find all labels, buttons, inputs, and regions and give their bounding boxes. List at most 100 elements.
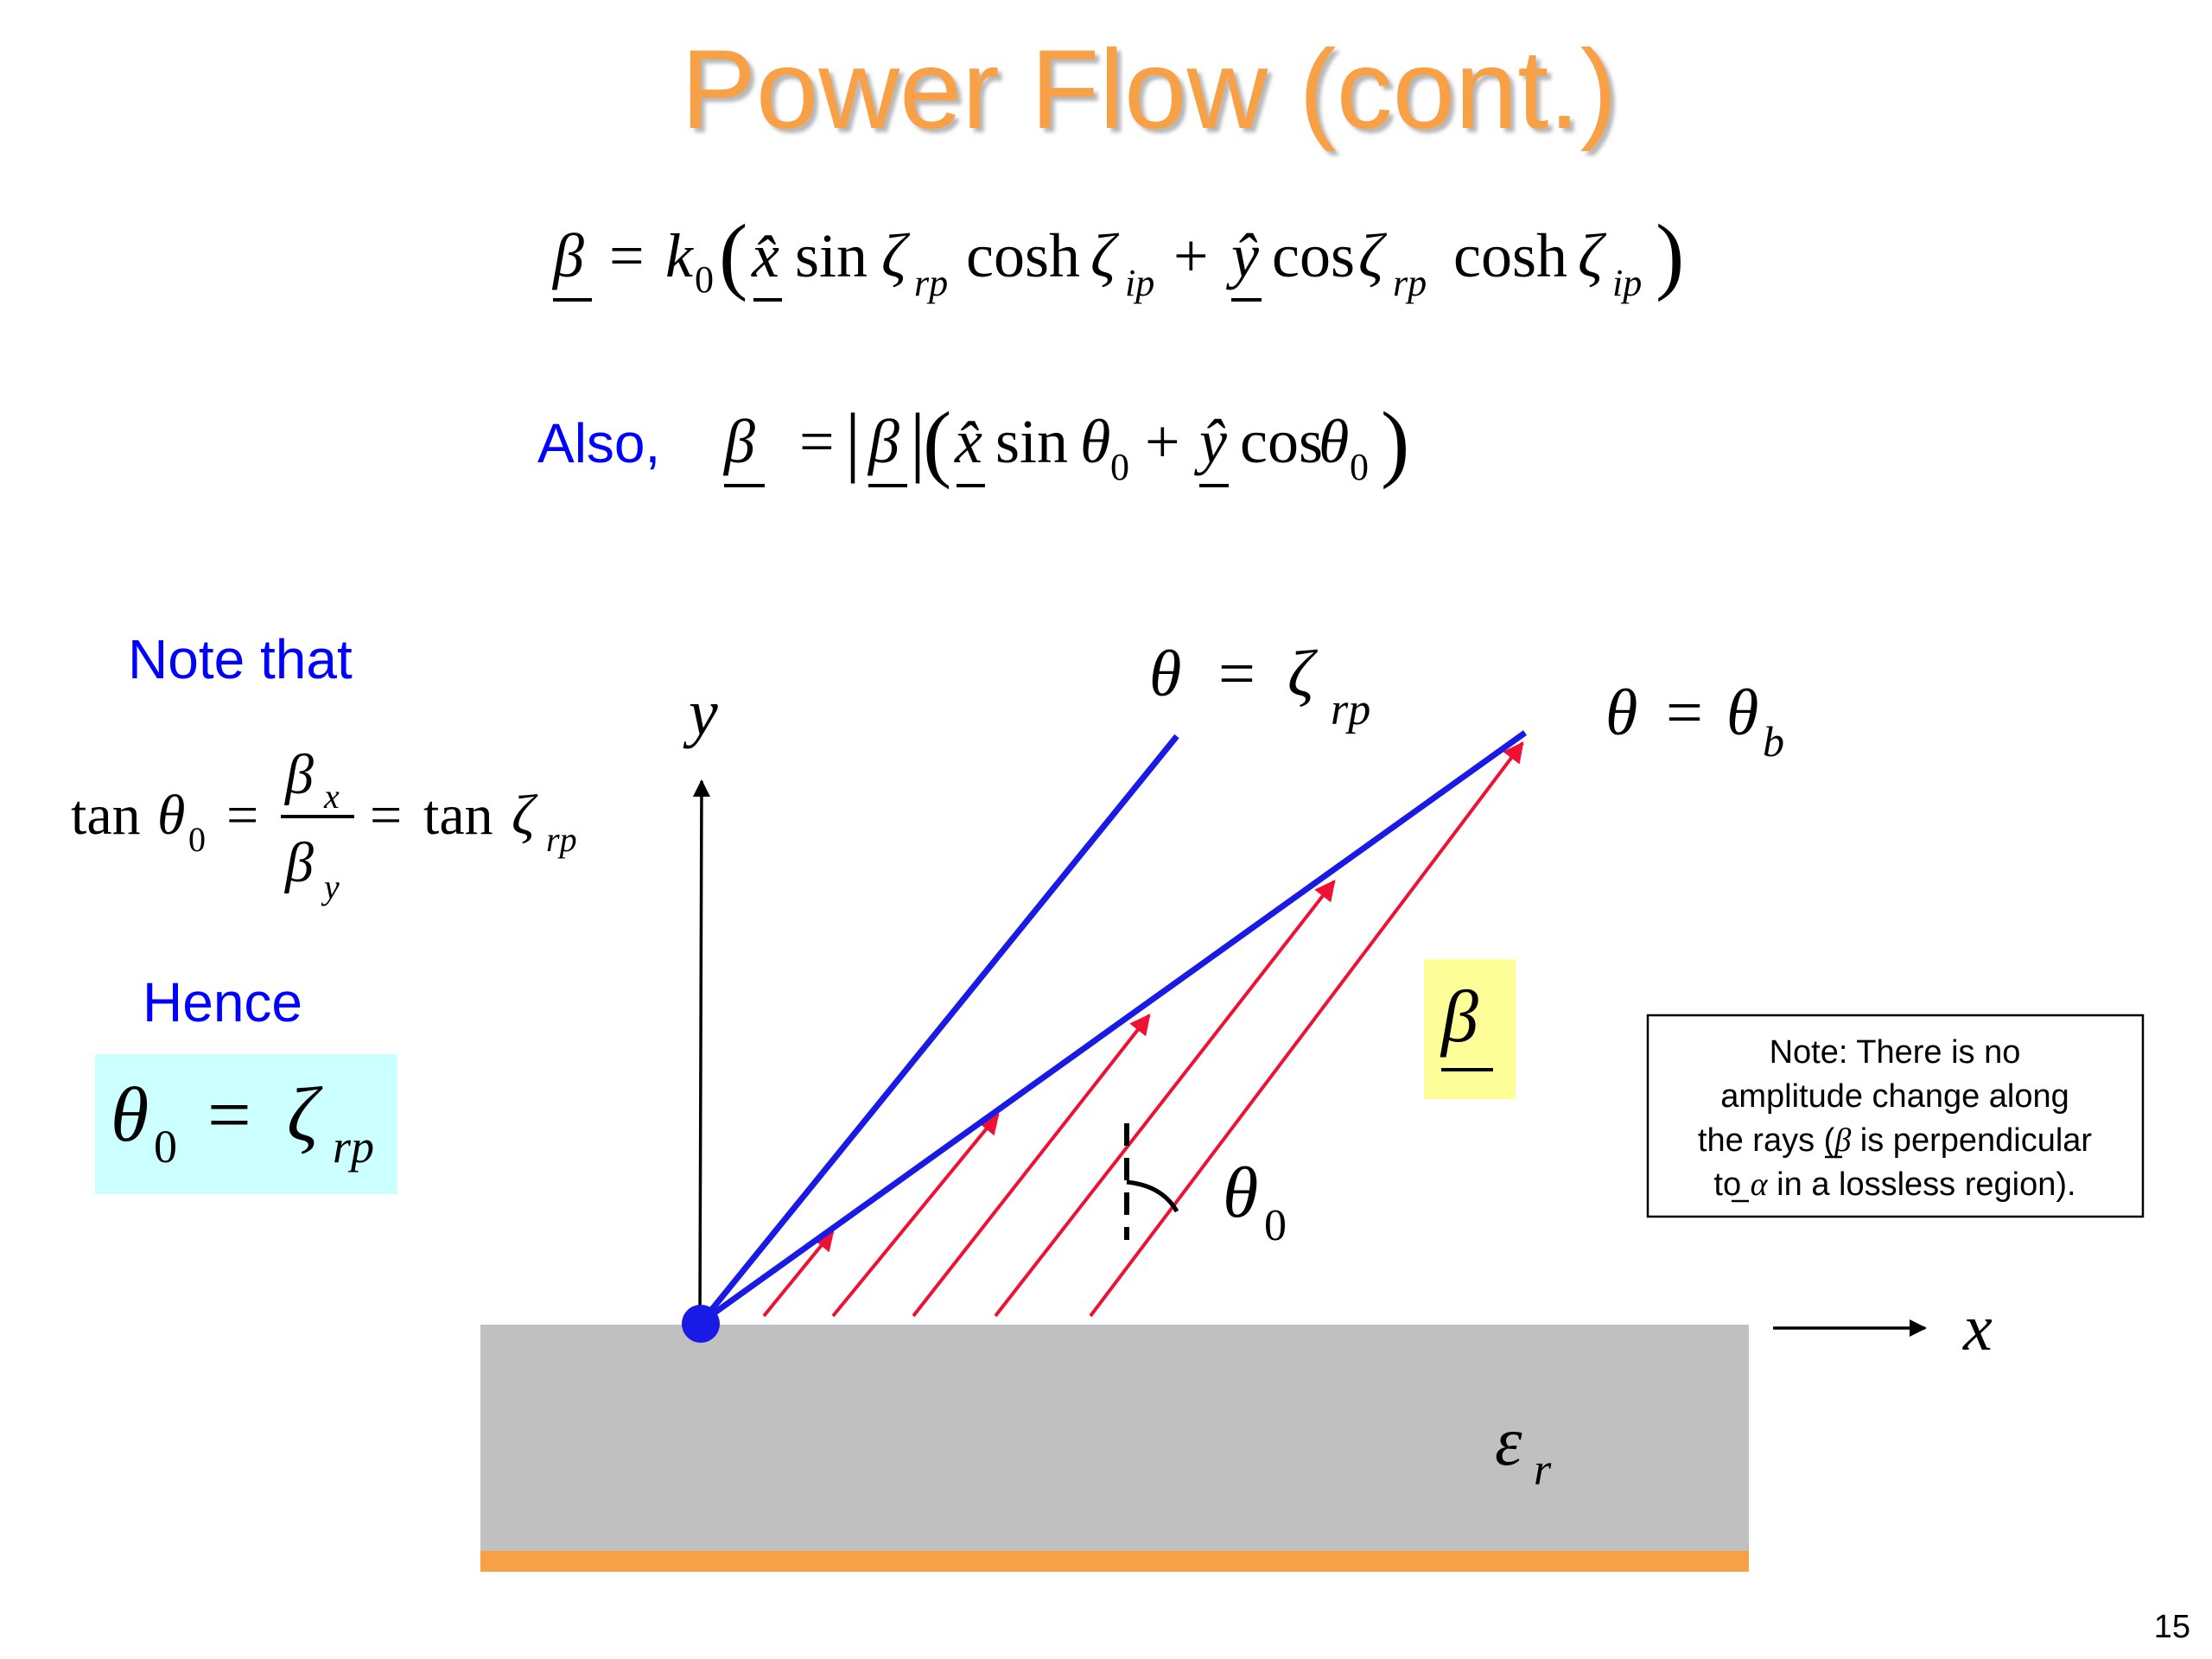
- label2-eq: =: [1666, 677, 1703, 749]
- origin-point: [682, 1305, 720, 1343]
- ray-5: [1089, 741, 1524, 1318]
- note-line-4-alpha: α: [1751, 1166, 1769, 1203]
- result-equals: =: [207, 1072, 251, 1158]
- eq2-theta-2: θ: [1319, 407, 1349, 476]
- note-line-4-pre: to: [1713, 1166, 1750, 1203]
- eq1-cos: cos: [1272, 221, 1355, 290]
- also-label: Also,: [537, 412, 660, 474]
- eq1-rp-1: rp: [914, 262, 948, 304]
- label1-zeta: ζ: [1287, 638, 1319, 710]
- beta-definition-equation: β = k 0 ( x̂ sin ζ rp cosh ζ ip + ŷ cos …: [551, 207, 1684, 304]
- eq1-rparen: ): [1656, 207, 1684, 302]
- label1-theta: θ: [1149, 638, 1181, 710]
- note-box: [1646, 1014, 2145, 1218]
- ray-1: [762, 1230, 835, 1318]
- eq2-theta-1: θ: [1080, 407, 1110, 476]
- eq1-zeta-4: ζ: [1578, 221, 1607, 290]
- angle-sub: 0: [1264, 1201, 1287, 1250]
- eq1-yhat: ŷ: [1225, 221, 1259, 290]
- eq2-plus: +: [1145, 407, 1180, 476]
- label-theta-eq-zeta-rp: θ = ζ rp: [1149, 638, 1370, 734]
- eq1-k: k: [665, 221, 695, 290]
- note-line-4-post: in a lossless region).: [1768, 1166, 2076, 1203]
- result-theta-sub: 0: [154, 1121, 177, 1173]
- result-rp-sub: rp: [333, 1121, 374, 1173]
- note-line-3-beta: β: [1834, 1122, 1851, 1159]
- y-axis: [692, 779, 710, 1323]
- eq1-k-sub: 0: [695, 258, 714, 301]
- eq1-zeta-3: ζ: [1358, 221, 1388, 290]
- eq1-cosh-2: cosh: [1453, 221, 1567, 290]
- tan-theta: θ: [157, 784, 185, 847]
- tan-eq-2: =: [370, 784, 402, 847]
- eq1-cosh-1: cosh: [966, 221, 1080, 290]
- tan-rp-sub: rp: [546, 820, 577, 859]
- label2-sub: b: [1763, 717, 1784, 766]
- angle-arc: [1126, 1179, 1179, 1213]
- label-theta-eq-theta-b: θ = θ b: [1605, 677, 1784, 766]
- also-equation: Also, β = | β | ( x̂ sin θ 0 + ŷ cos θ 0…: [537, 394, 1409, 490]
- eq1-plus: +: [1173, 221, 1209, 290]
- note-line-2: amplitude change along: [1720, 1078, 2069, 1115]
- hence-label: Hence: [143, 971, 302, 1033]
- eq2-xhat: x̂: [954, 407, 982, 476]
- eq2-bar-right: |: [910, 398, 925, 484]
- ray-4: [994, 880, 1336, 1318]
- result-theta: θ: [111, 1072, 149, 1158]
- ray-2: [831, 1113, 1000, 1318]
- frac-beta-y: β: [283, 831, 314, 894]
- angle-theta0-label: θ 0: [1223, 1153, 1287, 1250]
- tan-2: tan: [423, 784, 493, 847]
- frac-beta-x: β: [283, 743, 314, 806]
- note-line-3-post: is perpendicular: [1851, 1122, 2092, 1159]
- eq1-sin: sin: [795, 221, 868, 290]
- eq2-sub0-2: 0: [1350, 446, 1369, 488]
- tan-eq-1: =: [226, 784, 258, 847]
- eq1-ip-1: ip: [1125, 262, 1154, 304]
- eq2-beta: β: [722, 407, 755, 476]
- eq2-yhat: ŷ: [1193, 407, 1227, 476]
- eq1-beta: β: [551, 221, 584, 290]
- power-flow-rays: [762, 741, 1524, 1318]
- eq1-ip-2: ip: [1612, 262, 1642, 304]
- eq1-lparen: (: [719, 207, 747, 302]
- eq2-cos: cos: [1240, 407, 1323, 476]
- ray-3: [912, 1014, 1151, 1318]
- eq2-sub0-1: 0: [1110, 446, 1129, 488]
- slide-title: Power Flow (cont.): [681, 26, 1618, 152]
- line-theta-zeta-rp: [699, 734, 1179, 1325]
- note-box-text: Note: There is no amplitude change along…: [1698, 1034, 2092, 1203]
- beta-highlight: [1424, 959, 1516, 1099]
- note-line-3: the rays (β is perpendicular: [1698, 1122, 2092, 1159]
- note-line-1: Note: There is no: [1770, 1034, 2021, 1071]
- eq2-equals: =: [799, 407, 835, 476]
- beta-vector-label: β: [1440, 975, 1478, 1058]
- eq2-sin: sin: [995, 407, 1068, 476]
- y-axis-label: y: [683, 677, 718, 749]
- angle-theta: θ: [1223, 1153, 1258, 1233]
- x-axis-label: x: [1962, 1292, 1993, 1364]
- page-number: 15: [2154, 1609, 2190, 1645]
- tan-zeta: ζ: [512, 784, 538, 847]
- epsilon-sub: r: [1534, 1446, 1552, 1495]
- eq2-bar-left: |: [845, 398, 861, 484]
- eq1-rp-2: rp: [1393, 262, 1427, 304]
- epsilon-symbol: ε: [1495, 1404, 1522, 1480]
- tan-1: tan: [71, 784, 141, 847]
- eq2-beta-mag: β: [867, 407, 899, 476]
- frac-y-sub: y: [321, 868, 340, 906]
- substrate-region: [480, 1325, 1749, 1552]
- epsilon-r-label: ε r: [1495, 1404, 1552, 1495]
- label2-theta: θ: [1605, 677, 1637, 749]
- label1-sub: rp: [1331, 685, 1370, 734]
- tan-relation-equation: tan θ 0 = β x β y = tan ζ rp: [71, 743, 577, 906]
- eq2-lparen: (: [923, 394, 951, 490]
- label2-theta2: θ: [1726, 677, 1758, 749]
- result-highlight: [95, 1054, 397, 1194]
- eq1-xhat: x̂: [751, 221, 779, 290]
- tan-theta-sub: 0: [188, 820, 206, 859]
- eq1-equals: =: [609, 221, 645, 290]
- eq1-zeta-2: ζ: [1090, 221, 1120, 290]
- eq2-rparen: ): [1381, 394, 1409, 490]
